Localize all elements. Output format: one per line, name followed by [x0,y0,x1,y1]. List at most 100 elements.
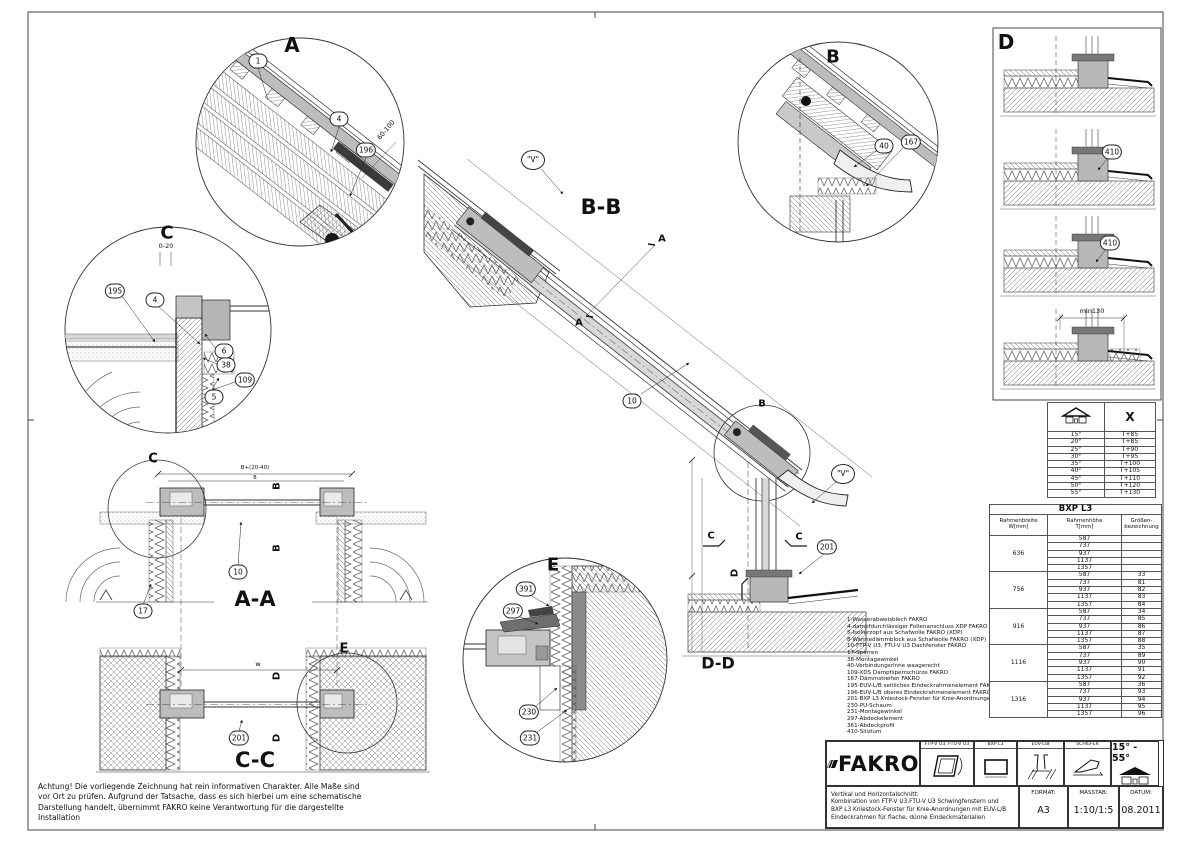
callout-17: 17 [133,603,153,619]
bxp-height-cell: 1357 [1047,710,1122,719]
section-bb-art [417,158,873,652]
section-cc-label: C-C [234,748,276,772]
bxp-height-cell: 737 [1047,542,1122,551]
product-label-ftp: FTP-V U3, FTU-V U3 [921,742,973,749]
parts-list-item: 231-Montagewinkel [847,709,902,716]
detail-c-label: C [160,222,174,244]
angle-table-cell: T+130 [1104,489,1156,498]
v-marker-top: "V" [521,150,545,170]
product-label-bxp: BXP L3 [975,742,1016,749]
v-marker-bottom: "V" [831,464,855,484]
angle-table-cell: T+100 [1104,460,1156,469]
bxp-width-cell: 1116 [989,644,1048,682]
callout-297: 297 [502,603,524,619]
bxp-size-code-cell [1120,542,1163,551]
product-cell-schiefer: SCHIEFER [1064,741,1111,786]
parts-list-item: 201-BXP L3 Kniestock-Fenster für Knie-An… [847,696,1015,703]
fakro-logo: FAKRO [826,741,920,786]
format-value: A3 [1037,804,1050,816]
product-cell-bxp: BXP L3 [974,741,1017,786]
parts-list-item: 297-Abdeckelement [847,715,904,722]
format-label: FORMAT: [1031,790,1056,796]
format-cell: FORMAT: A3 [1019,786,1068,828]
parts-list-item: 1-Wasserabweisblech FAKRO [847,617,928,623]
detail-b-label: B [826,46,840,68]
callout-410a: 410 [1101,144,1123,160]
disclaimer-text: Achtung! Die vorliegende Zeichnung hat r… [38,782,362,823]
title-block: FAKRO FTP-V U3, FTU-V U3 BXP L3 EUV-L/B [825,740,1164,829]
angle-table-x-header: X [1104,402,1156,432]
callout-4: 4 [329,111,349,127]
callout-231: 231 [519,730,541,746]
cut-mark-d: D [729,568,741,578]
detail-c-circle-label: C [148,451,158,467]
bxp-height-cell: 737 [1047,615,1122,624]
parts-list-item: 196-EUV-L/B oberes Eindeckrahmenelement … [847,689,992,696]
detail-e-label: E [546,554,560,576]
angle-table-house-cell [1047,402,1105,432]
angle-table-row: 55°T+130 [1047,489,1156,498]
fakro-logo-text: FAKRO [838,751,919,776]
angle-table-cell: 55° [1047,489,1105,498]
section-dd-art [682,569,870,657]
cut-mark-c2: C [795,531,803,543]
detail-b-circle-label: B [758,398,766,410]
angle-table-cell: T+105 [1104,467,1156,476]
parts-list-item: 361-Abdeckprofil [847,722,895,729]
cut-mark-d2: D [271,733,283,743]
cut-mark-b1: B [271,482,283,490]
callout-195: 195 [104,283,126,299]
callout-410b: 410 [1099,235,1121,251]
date-cell: DATUM: 08.2011 [1119,786,1163,828]
dim-aa-top: B+(20-40) [240,465,270,471]
bxp-table-title: BXP L3 [988,504,1163,515]
bxp-width-cell: 756 [989,571,1048,609]
scale-value: 1:10/1:5 [1073,804,1114,816]
angle-range-text: 15° - 55° [1112,742,1138,765]
scale-label: MASSTAB: [1079,790,1108,796]
angle-table-cell: 20° [1047,438,1105,447]
angle-table-row: 30°T+95 [1047,452,1156,462]
sheet-border [27,11,1164,831]
panel-d-label: D [997,30,1015,54]
callout-5: 5 [204,389,224,405]
cut-mark-b2: B [271,544,283,552]
section-dd-label: D-D [701,653,735,673]
parts-list-item: 410-Silizium [847,729,882,736]
product-cell-euv: EUV-L/B [1017,741,1064,786]
euv-flashing-icon [1027,754,1056,779]
dim-0-20: 0-20 [158,242,174,250]
callout-167: 167 [900,134,922,150]
parts-list-item: 8-Wärmedämmblock aus Schafwolle FAKRO (X… [847,636,987,643]
panel-d-art [992,27,1162,401]
callout-201-bb: 201 [816,539,838,555]
section-bb-label: B-B [580,195,622,219]
product-cell-ftp: FTP-V U3, FTU-V U3 [920,741,974,786]
callout-230: 230 [518,704,540,720]
bxp-width-cell: 636 [989,534,1048,573]
angle-table-row: 20°T+85 [1047,438,1156,447]
callout-10-bb: 10 [622,393,642,409]
angle-table-cell: T+85 [1104,430,1156,440]
cut-mark-d1: D [271,671,283,681]
schiefer-icon [1072,758,1103,775]
dim-aa-b: B [253,475,257,481]
bxp-width-cell: 916 [989,607,1048,646]
angle-table-cell: T+85 [1104,438,1156,447]
parts-list-item: 10-FTP-V U3, FTU-V U3 Dachfenster FAKRO [847,643,967,650]
callout-4b: 4 [145,292,165,308]
section-cc-art [96,647,430,773]
parts-list-item: 38-Montagewinkel [847,656,899,663]
callout-6: 6 [214,343,234,359]
parts-list-item: 4-dampfdurchlässiger Folienanschluss XDP… [847,623,988,630]
detail-e-circle-label: E [339,641,349,657]
